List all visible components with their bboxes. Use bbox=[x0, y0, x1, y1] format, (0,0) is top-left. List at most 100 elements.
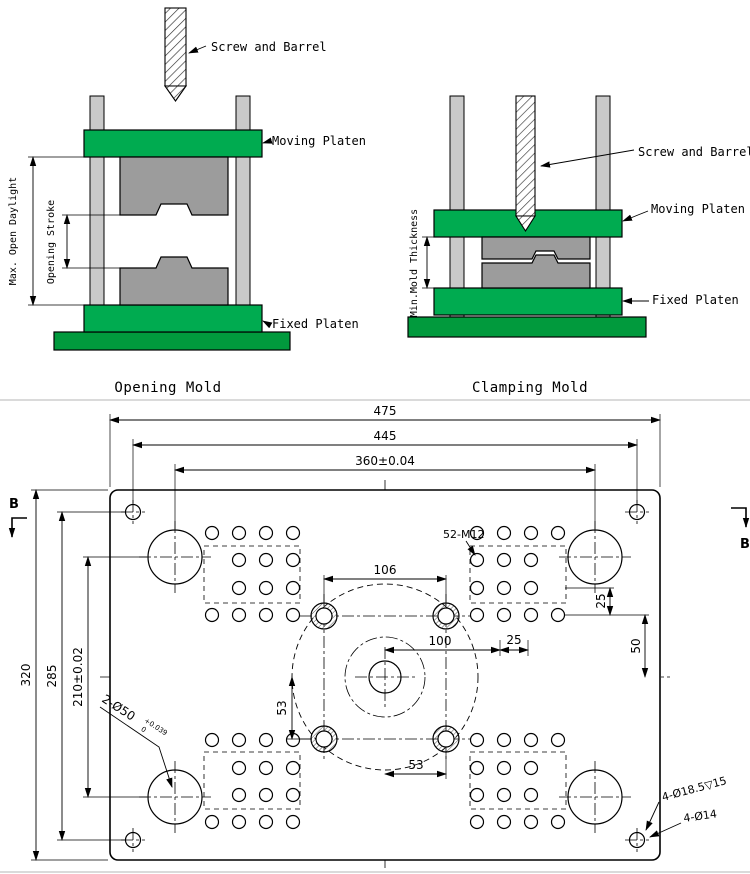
dim-320-label: 320 bbox=[19, 664, 33, 687]
screw-barrel-label: Screw and Barrel bbox=[211, 40, 327, 54]
guide-hole-inner bbox=[315, 730, 333, 748]
section-arrow-left bbox=[8, 517, 27, 538]
tapped-hole bbox=[285, 732, 301, 748]
hole-pattern-outline bbox=[203, 751, 301, 810]
fixed-platen bbox=[83, 304, 263, 333]
tapped-hole bbox=[231, 814, 247, 830]
screw-barrel-label: Screw and Barrel bbox=[638, 145, 750, 159]
leader-line bbox=[540, 149, 635, 168]
tapped-hole bbox=[550, 814, 566, 830]
tapped-hole bbox=[496, 552, 512, 568]
tapped-hole bbox=[258, 760, 274, 776]
leader-line bbox=[465, 540, 476, 556]
platen-drawing: 475 445 360±0.04 320 285 210±0.02 106 53 bbox=[8, 404, 750, 868]
through-holes-callout: 4-Ø14 bbox=[683, 807, 718, 825]
fixed-platen bbox=[433, 287, 623, 316]
hole-pattern-outline bbox=[469, 751, 567, 810]
section-b-left-label: B bbox=[9, 497, 19, 512]
leader-line bbox=[645, 801, 660, 831]
tapped-hole bbox=[496, 580, 512, 596]
dim-106-label: 106 bbox=[374, 563, 397, 577]
clamping-mold-title: Clamping Mold bbox=[472, 380, 588, 396]
guide-hole-inner bbox=[315, 607, 333, 625]
daylight-label: Max. Open Daylight bbox=[8, 177, 19, 285]
tapped-hole bbox=[231, 760, 247, 776]
tapped-hole bbox=[496, 787, 512, 803]
opening-mold-figure: Screw and Barrel Moving Platen Fixed Pla… bbox=[8, 7, 366, 396]
tapped-hole bbox=[523, 814, 539, 830]
tapped-hole bbox=[285, 607, 301, 623]
tapped-hole bbox=[523, 580, 539, 596]
hole-pattern-outline bbox=[203, 545, 301, 604]
screw-and-barrel bbox=[163, 7, 188, 102]
dim-475-label: 475 bbox=[374, 404, 397, 418]
tapped-hole bbox=[523, 760, 539, 776]
dim-53h-label: 53 bbox=[408, 758, 423, 772]
upper-mold-half bbox=[481, 236, 591, 260]
tapped-hole bbox=[523, 525, 539, 541]
screw-and-barrel bbox=[515, 95, 536, 233]
tapped-hole bbox=[469, 607, 485, 623]
leader-line bbox=[649, 822, 682, 838]
nozzle-tip bbox=[163, 85, 188, 102]
locating-circle bbox=[344, 636, 426, 718]
dim-53v-label: 53 bbox=[275, 700, 289, 715]
dim-285-label: 285 bbox=[45, 665, 59, 688]
tapped-hole bbox=[469, 787, 485, 803]
moving-platen bbox=[83, 129, 263, 158]
tapped-hole bbox=[231, 525, 247, 541]
lower-mold-half bbox=[481, 254, 591, 289]
tapped-hole bbox=[285, 787, 301, 803]
guide-hole-inner bbox=[437, 730, 455, 748]
tapped-hole bbox=[523, 607, 539, 623]
tapped-hole bbox=[496, 814, 512, 830]
tapped-hole bbox=[496, 525, 512, 541]
tapped-hole bbox=[496, 760, 512, 776]
tapped-hole bbox=[204, 525, 220, 541]
dim-50-label: 50 bbox=[629, 638, 643, 653]
thickness-label: Min.Mold Thickness bbox=[409, 209, 420, 317]
tapped-hole bbox=[523, 787, 539, 803]
opening-mold-title: Opening Mold bbox=[114, 380, 221, 396]
tapped-hole bbox=[258, 732, 274, 748]
tapped-hole bbox=[496, 732, 512, 748]
dim-360-label: 360±0.04 bbox=[355, 454, 415, 468]
tapped-hole bbox=[285, 525, 301, 541]
tapped-hole bbox=[469, 552, 485, 568]
tapped-hole bbox=[231, 580, 247, 596]
tapped-hole bbox=[258, 814, 274, 830]
tapped-hole bbox=[231, 607, 247, 623]
bore-tol-lower: 0 bbox=[139, 725, 147, 734]
tapped-hole bbox=[285, 760, 301, 776]
counterbore-callout: 4-Ø18.5▽15 bbox=[660, 774, 728, 804]
tapped-hole bbox=[550, 525, 566, 541]
tapped-hole bbox=[204, 814, 220, 830]
stroke-label: Opening Stroke bbox=[46, 200, 57, 284]
tapped-hole bbox=[469, 732, 485, 748]
lower-mold-half bbox=[119, 256, 229, 306]
tapped-hole bbox=[285, 552, 301, 568]
tapped-hole bbox=[469, 525, 485, 541]
tapped-hole bbox=[258, 525, 274, 541]
section-arrow-right bbox=[731, 507, 750, 528]
tapped-hole bbox=[469, 814, 485, 830]
fixed-platen-label: Fixed Platen bbox=[652, 293, 739, 307]
tapped-hole bbox=[285, 580, 301, 596]
leader-line bbox=[262, 320, 273, 329]
moving-platen-label: Moving Platen bbox=[272, 134, 366, 148]
dim-25h-label: 25 bbox=[506, 633, 521, 647]
tie-bar-left bbox=[449, 95, 465, 318]
tapped-hole bbox=[231, 787, 247, 803]
leader-line bbox=[262, 137, 273, 144]
dim-100-label: 100 bbox=[429, 634, 452, 648]
clamping-mold-figure: Screw and Barrel Moving Platen Fixed Pla… bbox=[407, 95, 750, 396]
tapped-hole bbox=[231, 552, 247, 568]
tapped-hole bbox=[496, 607, 512, 623]
tapped-hole bbox=[258, 552, 274, 568]
tie-bar-right bbox=[595, 95, 611, 318]
machine-base bbox=[53, 331, 291, 351]
moving-platen-label: Moving Platen bbox=[651, 202, 745, 216]
tapped-hole bbox=[523, 552, 539, 568]
